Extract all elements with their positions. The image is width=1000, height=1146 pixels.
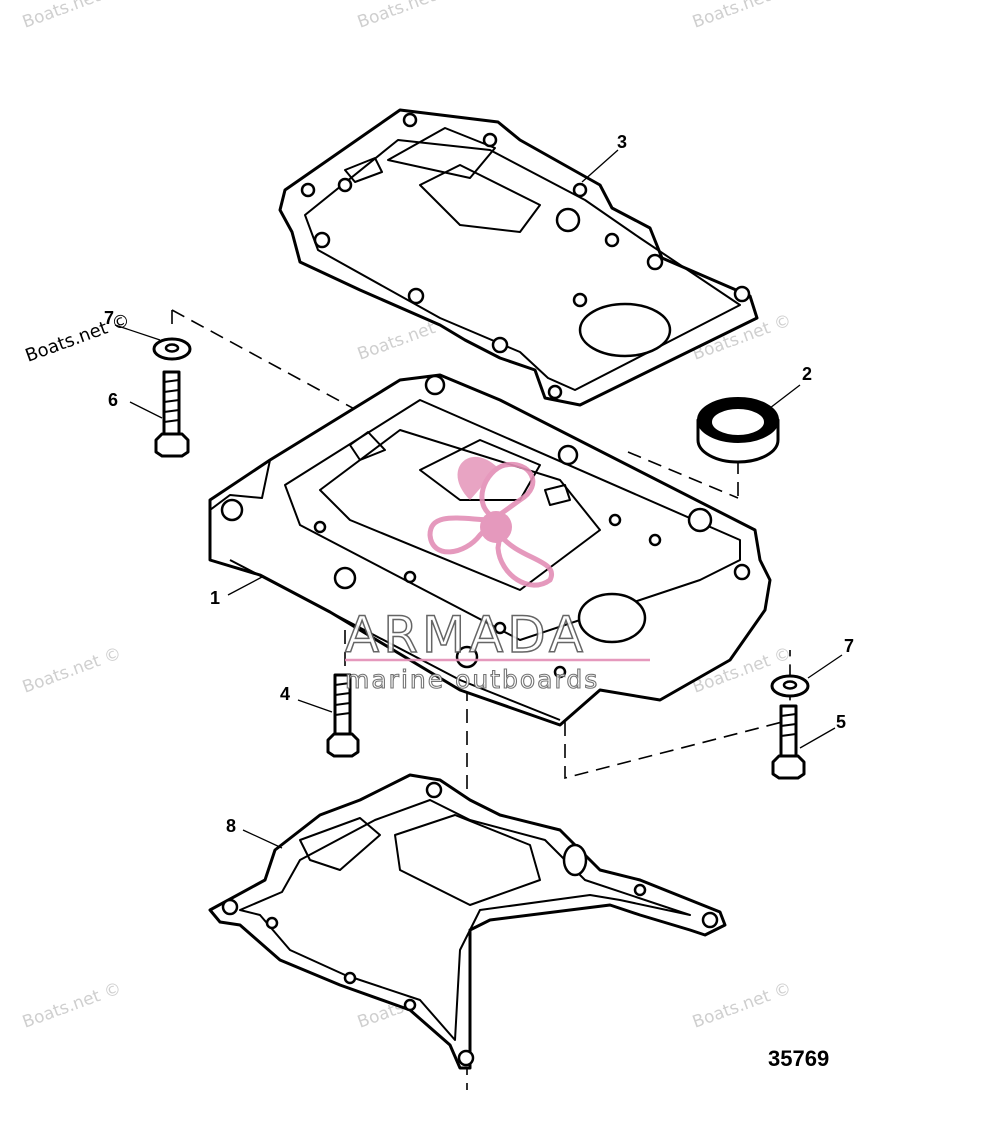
armada-logo: ARMADA marine outboards xyxy=(344,456,650,695)
leader-line xyxy=(242,829,283,849)
leader-line xyxy=(114,324,161,341)
alignment-line xyxy=(171,309,361,413)
leader-line xyxy=(807,654,843,679)
watermark-text: Boats.net © xyxy=(690,0,794,33)
callout-7-right: 7 xyxy=(844,636,854,656)
callout-4: 4 xyxy=(280,684,290,704)
washer-left xyxy=(152,337,192,361)
propeller-logo-icon xyxy=(427,456,555,588)
figure-number: 35769 xyxy=(768,1046,829,1071)
callout-6: 6 xyxy=(108,390,118,410)
callout-8: 8 xyxy=(226,816,236,836)
bolt-6 xyxy=(154,370,190,458)
watermark-text: Boats.net © xyxy=(20,643,124,697)
callout-7-left: 7 xyxy=(104,308,114,328)
leader-line xyxy=(799,727,836,749)
leader-line xyxy=(581,149,619,183)
brand-tagline: marine outboards xyxy=(345,665,599,694)
watermark-text: Boats.net © xyxy=(355,0,459,33)
callout-1: 1 xyxy=(210,588,220,608)
leader-line xyxy=(297,699,333,713)
seal-ring xyxy=(696,397,780,464)
callout-2: 2 xyxy=(802,364,812,384)
adapter-plate xyxy=(208,373,772,727)
leader-line xyxy=(227,576,263,596)
watermark-text: Boats.net © xyxy=(690,978,794,1032)
callout-3: 3 xyxy=(617,132,627,152)
washer-right xyxy=(770,674,810,698)
leader-lines xyxy=(114,149,843,849)
bolt-4 xyxy=(326,673,360,758)
callout-5: 5 xyxy=(836,712,846,732)
callouts: 3 2 1 6 7 4 7 5 8 xyxy=(104,132,854,836)
gasket-lower xyxy=(208,773,727,1070)
bolt-5 xyxy=(771,704,806,780)
alignment-line xyxy=(627,451,739,499)
gasket-upper xyxy=(278,108,759,407)
brand-name: ARMADA xyxy=(345,606,587,664)
watermark-text: Boats.net © xyxy=(20,0,124,33)
watermark-text: Boats.net © xyxy=(20,978,124,1032)
watermark-text: Boats.net © xyxy=(23,309,133,366)
leader-line xyxy=(769,384,801,409)
leader-line xyxy=(129,401,163,419)
